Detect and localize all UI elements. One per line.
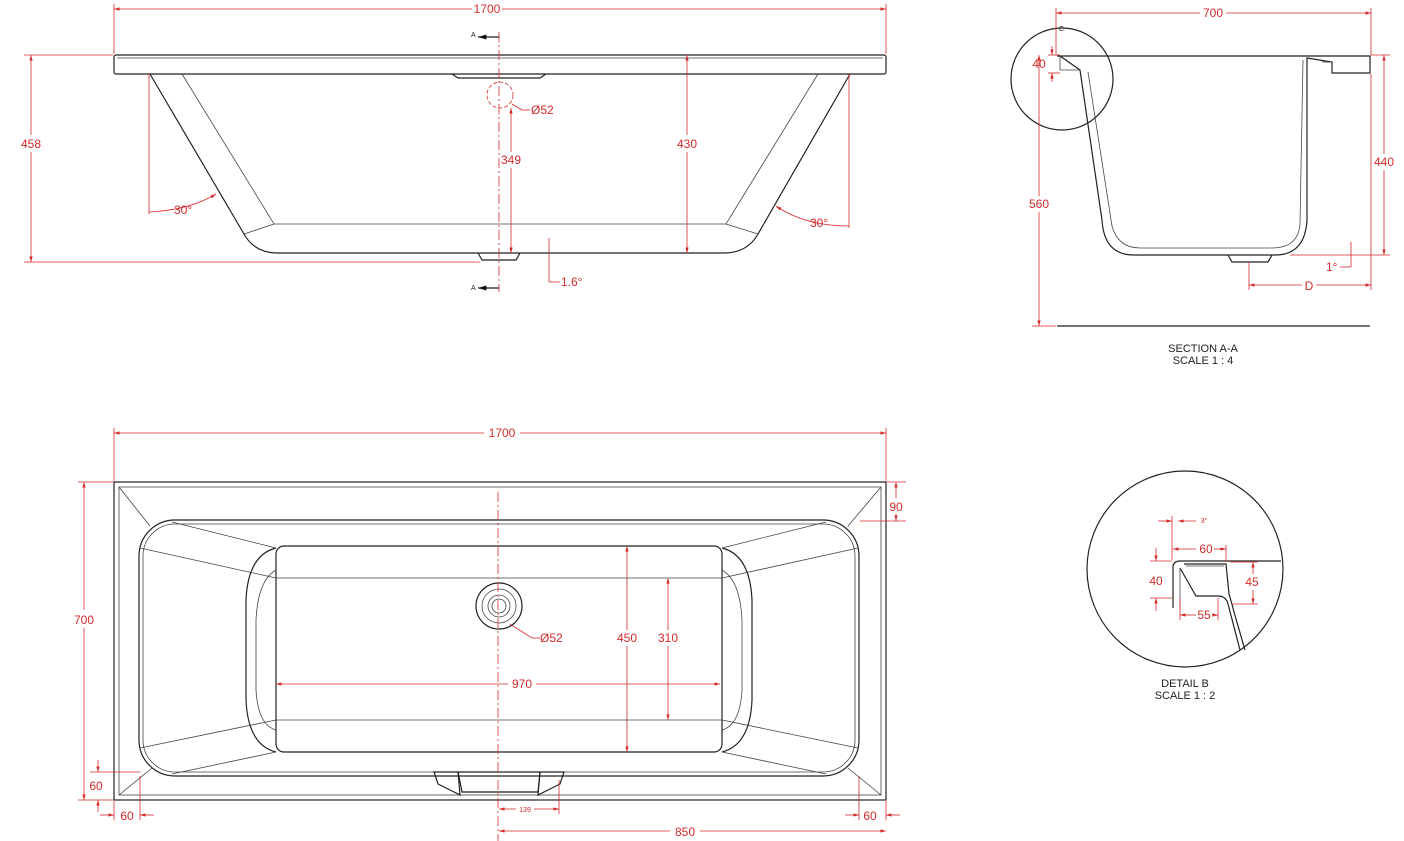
- section-dim-d: D: [1305, 279, 1314, 293]
- detail-b-circle: [1086, 470, 1284, 668]
- top-dim-waste: Ø52: [540, 631, 563, 645]
- detail-view: 3° 60 40 45 55: [1086, 470, 1284, 668]
- section-view: C 700 40 560 440 1° D: [1010, 6, 1394, 327]
- top-dim-310: 310: [658, 631, 678, 645]
- top-dim-850: 850: [675, 825, 695, 839]
- front-slope: 1.6°: [561, 275, 583, 289]
- detail-angle: 3°: [1201, 517, 1208, 525]
- detail-dim-55: 55: [1197, 608, 1211, 622]
- section-dim-total-height: 560: [1029, 197, 1049, 211]
- detail-dim-60: 60: [1199, 542, 1213, 556]
- detail-marker: C: [1059, 26, 1064, 33]
- front-dim-length: 1700: [474, 2, 501, 16]
- front-dim-height: 458: [21, 137, 41, 151]
- front-waste: [477, 252, 521, 261]
- front-dim-430: 430: [677, 137, 697, 151]
- top-dim-60-left-bottom: 60: [120, 809, 134, 823]
- front-rim: [113, 54, 887, 75]
- front-dim-349: 349: [501, 153, 521, 167]
- detail-dim-45: 45: [1245, 575, 1259, 589]
- front-waste-circle: [486, 81, 514, 109]
- top-dim-rim-90: 90: [889, 500, 903, 514]
- section-slope: 1°: [1326, 260, 1338, 274]
- front-angle-right: 30°: [810, 216, 828, 230]
- top-overflow: [433, 771, 461, 797]
- top-waste: [475, 582, 523, 630]
- section-body: [1057, 55, 1371, 256]
- front-dim-waste: Ø52: [531, 103, 554, 117]
- top-dim-length: 1700: [489, 426, 516, 440]
- section-caption-title: SECTION A-A: [1168, 343, 1238, 355]
- detail-dim-40: 40: [1149, 574, 1163, 588]
- section-mark-top: A: [471, 32, 476, 39]
- front-view: A A 1700 458 430 349 Ø52 30° 30: [21, 2, 887, 292]
- detail-caption-title: DETAIL B: [1161, 678, 1209, 690]
- detail-caption: DETAIL B SCALE 1 : 2: [1110, 678, 1260, 702]
- detail-caption-scale: SCALE 1 : 2: [1154, 690, 1216, 702]
- detail-circle: [1010, 27, 1114, 131]
- top-dim-450: 450: [617, 631, 637, 645]
- section-caption: SECTION A-A SCALE 1 : 4: [1128, 343, 1278, 367]
- top-dim-60-left-vertical: 60: [89, 779, 103, 793]
- section-dim-width: 700: [1203, 6, 1223, 20]
- top-dim-970: 970: [512, 677, 532, 691]
- top-view: 1700 700 90 450 310 970 Ø52 60: [74, 426, 906, 841]
- top-basin: [138, 519, 860, 777]
- top-outer-rim: [113, 481, 887, 801]
- detail-b-profile: [1172, 560, 1281, 608]
- top-dim-width: 700: [74, 613, 94, 627]
- section-waste: [1227, 254, 1273, 263]
- top-dim-139: 139: [519, 807, 531, 814]
- top-floor: [275, 545, 723, 753]
- section-mark-bottom: A: [471, 285, 476, 292]
- front-angle-left: 30°: [174, 203, 192, 217]
- section-dim-depth: 440: [1374, 155, 1394, 169]
- top-dim-60-right-bottom: 60: [863, 809, 877, 823]
- front-left-wall: [149, 73, 851, 254]
- section-caption-scale: SCALE 1 : 4: [1172, 355, 1234, 367]
